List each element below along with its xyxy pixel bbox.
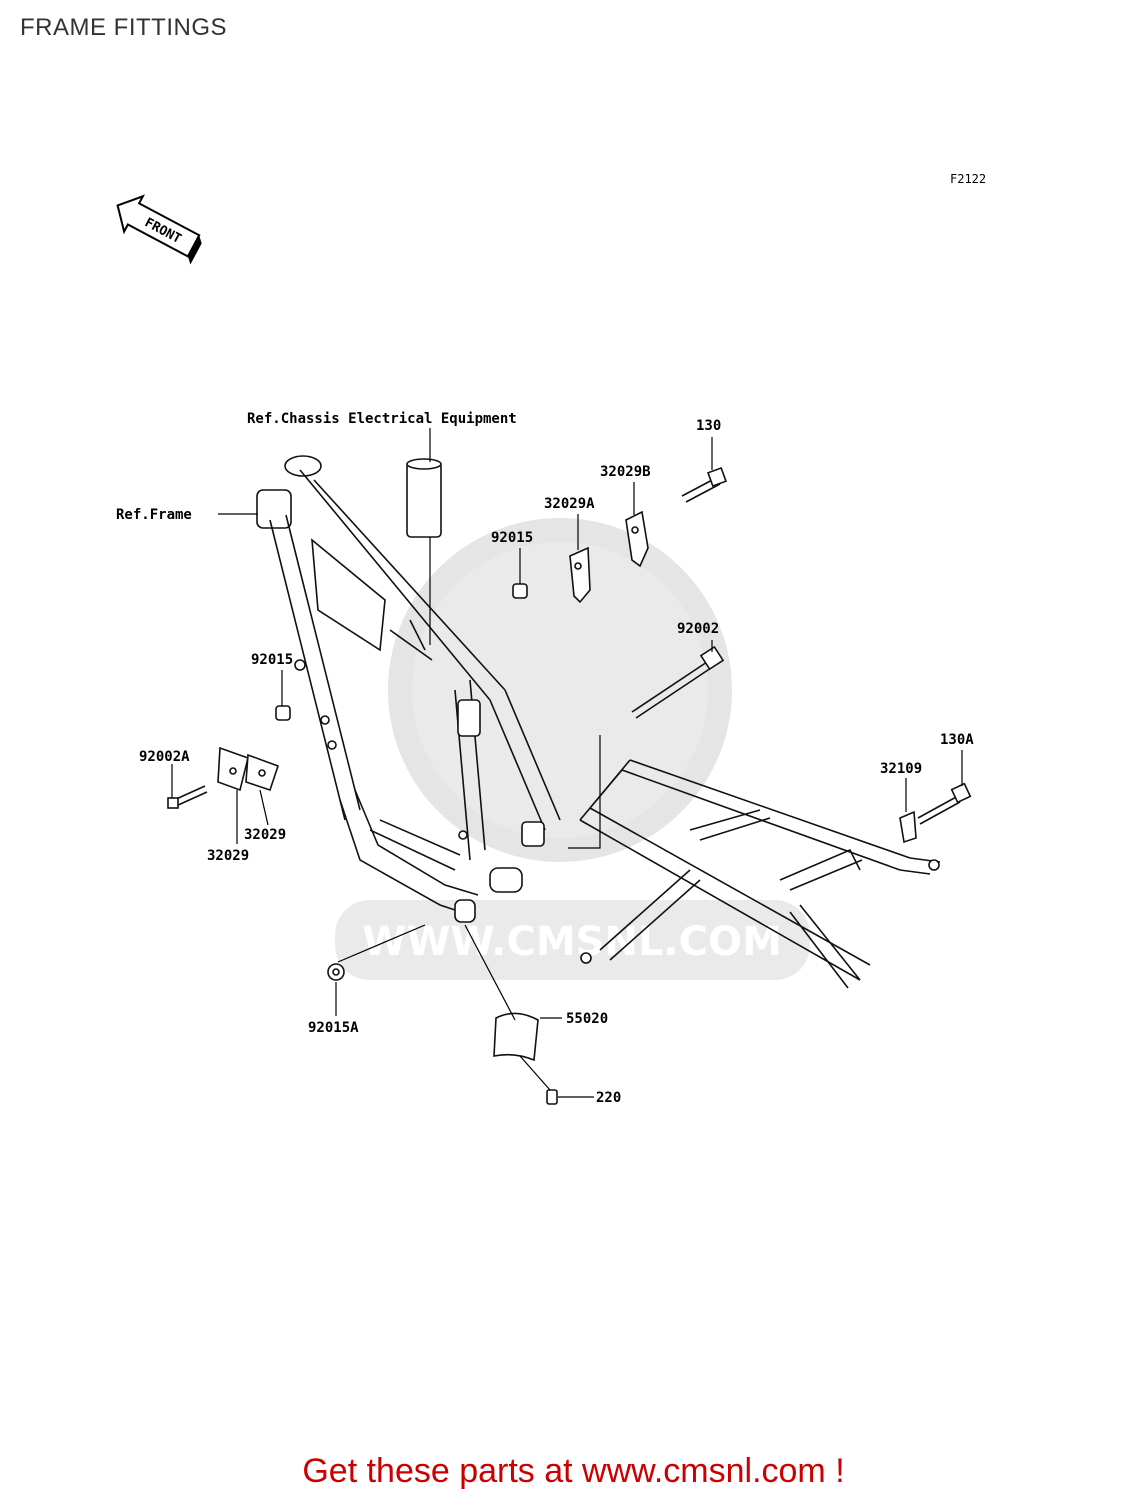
bolt-130A <box>917 782 972 825</box>
page-title: FRAME FITTINGS <box>20 14 227 41</box>
nut-92015-left <box>275 705 291 721</box>
part-label-32029-a[interactable]: 32029 <box>244 827 286 843</box>
nut-92015-top <box>512 583 528 599</box>
part-label-32029-b[interactable]: 32029 <box>207 848 249 864</box>
main-frame <box>256 455 561 923</box>
screw-220 <box>546 1089 558 1105</box>
front-arrow-icon: FRONT <box>116 194 202 265</box>
ref-frame-label: Ref.Frame <box>116 507 192 523</box>
part-label-92002A[interactable]: 92002A <box>139 749 190 765</box>
guard-55020 <box>493 1012 539 1062</box>
bracket-32029A <box>569 546 591 604</box>
long-bolt-92002 <box>631 645 725 719</box>
watermark-logo: WWW.CMSNL.COM <box>335 518 810 980</box>
footer-banner: Get these parts at www.cmsnl.com ! <box>0 1452 1147 1491</box>
bracket-32029B <box>625 510 649 568</box>
part-label-55020[interactable]: 55020 <box>566 1011 608 1027</box>
part-label-220[interactable]: 220 <box>596 1090 621 1106</box>
leader-lines <box>171 428 963 1098</box>
part-label-130A[interactable]: 130A <box>940 732 974 748</box>
figure-code: F2122 <box>950 172 987 186</box>
bracket-32109 <box>899 810 917 844</box>
parts-link[interactable]: Get these parts at www.cmsnl.com ! <box>302 1452 845 1490</box>
part-label-92015A[interactable]: 92015A <box>308 1020 359 1036</box>
part-label-92002[interactable]: 92002 <box>677 621 719 637</box>
parts-diagram: WWW.CMSNL.COM FRONT <box>116 194 974 1106</box>
part-label-32029A[interactable]: 32029A <box>544 496 595 512</box>
part-label-92015-top[interactable]: 92015 <box>491 530 533 546</box>
bolt-130 <box>681 467 727 503</box>
bolt-92002A <box>167 785 208 809</box>
ref-chassis-label: Ref.Chassis Electrical Equipment <box>247 411 517 427</box>
chassis-spacer <box>406 458 442 538</box>
plate-32029-a <box>217 746 249 792</box>
plate-32029-b <box>245 753 280 792</box>
part-label-32109[interactable]: 32109 <box>880 761 922 777</box>
part-label-32029B[interactable]: 32029B <box>600 464 651 480</box>
part-label-92015-left[interactable]: 92015 <box>251 652 293 668</box>
nut-92015A <box>327 963 345 981</box>
part-label-130[interactable]: 130 <box>696 418 721 434</box>
rear-subframe <box>579 759 941 989</box>
watermark-text: WWW.CMSNL.COM <box>362 919 782 965</box>
